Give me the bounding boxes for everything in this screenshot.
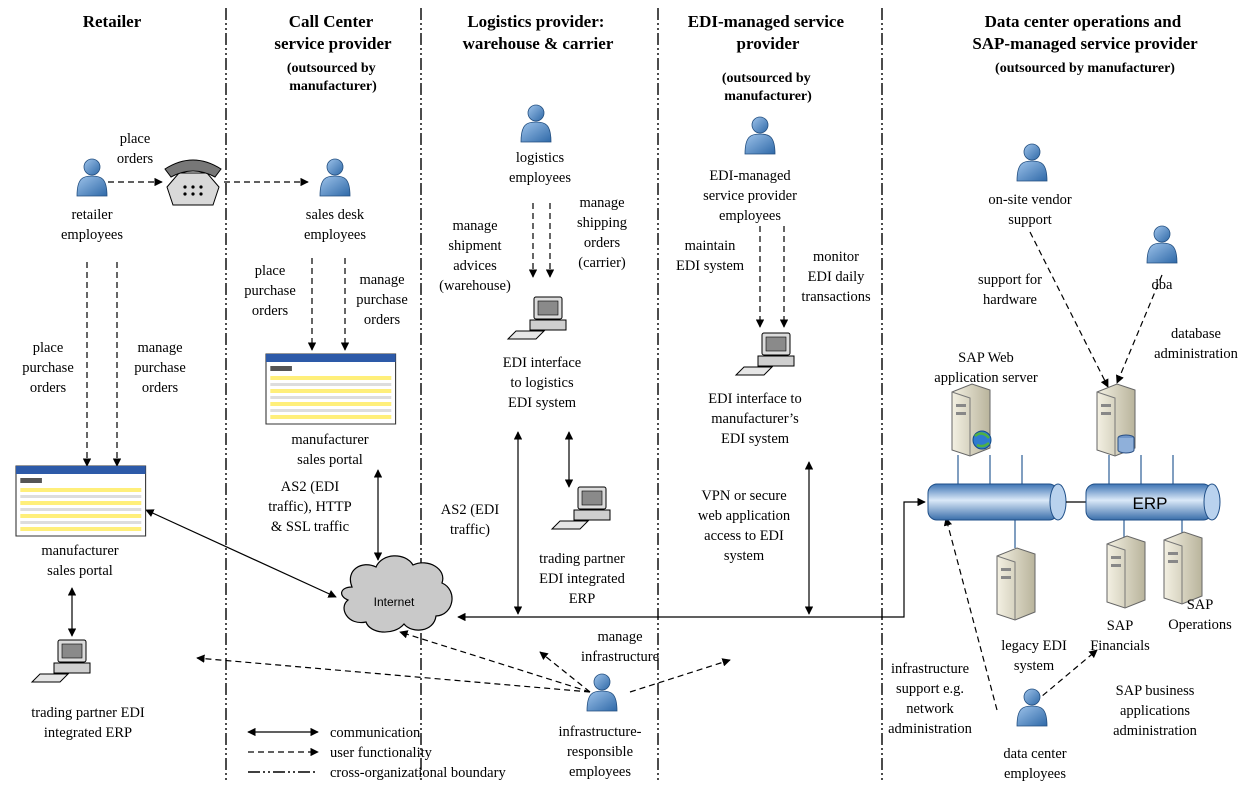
communication-flows xyxy=(67,431,926,637)
header-retailer: Retailer xyxy=(83,12,142,31)
mfr-edi-pc-icon xyxy=(735,332,795,376)
arrow-infra-to-callcenter xyxy=(399,630,591,693)
header-call-center: Call Center service provider xyxy=(274,12,392,53)
lan-pipe xyxy=(927,483,1059,521)
user-functionality-flows xyxy=(82,177,1163,711)
retailer-erp-pc-icon xyxy=(31,639,91,683)
internet-cloud-icon: Internet xyxy=(341,555,453,633)
legacy-edi-server-icon xyxy=(996,547,1036,621)
link-internet-datacenter xyxy=(457,497,926,622)
dba-person-icon xyxy=(1146,225,1178,264)
logistics-person-icon xyxy=(520,104,552,143)
header-logistics: Logistics provider: warehouse & carrier xyxy=(463,12,614,53)
trading-partner-erp-pc-icon xyxy=(551,486,611,530)
logistics-edi-pc-icon xyxy=(507,296,567,340)
label-dba: dba xyxy=(1152,277,1174,293)
retailer-portal-screenshot xyxy=(15,465,147,537)
header-edi-msp: EDI-managed service provider xyxy=(688,12,849,53)
telephone-icon xyxy=(164,159,222,206)
erp-db-server-icon xyxy=(1096,383,1136,457)
header-data-center: Data center operations and SAP-managed s… xyxy=(972,12,1198,53)
sap-financials-server-icon xyxy=(1106,535,1146,609)
infra-person-icon xyxy=(586,673,618,712)
arrow-infra-to-datacenter xyxy=(943,517,998,711)
edi-msp-person-icon xyxy=(744,116,776,155)
internet-label: Internet xyxy=(374,595,415,609)
sap-web-server-icon xyxy=(951,383,992,457)
column-headers: Retailer Call Center service provider (o… xyxy=(83,12,1198,104)
sap-operations-server-icon xyxy=(1163,531,1203,605)
note-call-center: (outsourced by manufacturer) xyxy=(287,61,379,94)
legend-communication: communication xyxy=(330,725,421,741)
dc-person-icon xyxy=(1016,688,1048,727)
org-boundaries xyxy=(225,8,883,780)
arrow-infra-to-logistics xyxy=(539,651,591,693)
legend-boundary: cross-organizational boundary xyxy=(330,765,506,781)
callcenter-portal-screenshot xyxy=(265,353,397,425)
retailer-person-icon xyxy=(76,158,108,197)
arrow-infra-to-retailer xyxy=(196,654,591,693)
arrow-dc-to-sap-fin xyxy=(1034,649,1098,703)
link-retailer-portal-internet xyxy=(145,509,337,598)
vendor-person-icon xyxy=(1016,143,1048,182)
note-edi-msp: (outsourced by manufacturer) xyxy=(722,71,814,104)
arrow-vendor-support xyxy=(1029,231,1109,388)
arrow-infra-to-edi xyxy=(629,658,731,693)
network-bus: ERP xyxy=(927,455,1221,548)
sales-desk-person-icon xyxy=(319,158,351,197)
legend-user-functionality: user functionality xyxy=(330,745,433,761)
legend: communication user functionality cross-o… xyxy=(247,725,506,781)
erp-bus-label: ERP xyxy=(1133,494,1168,513)
note-data-center: (outsourced by manufacturer) xyxy=(995,61,1175,76)
